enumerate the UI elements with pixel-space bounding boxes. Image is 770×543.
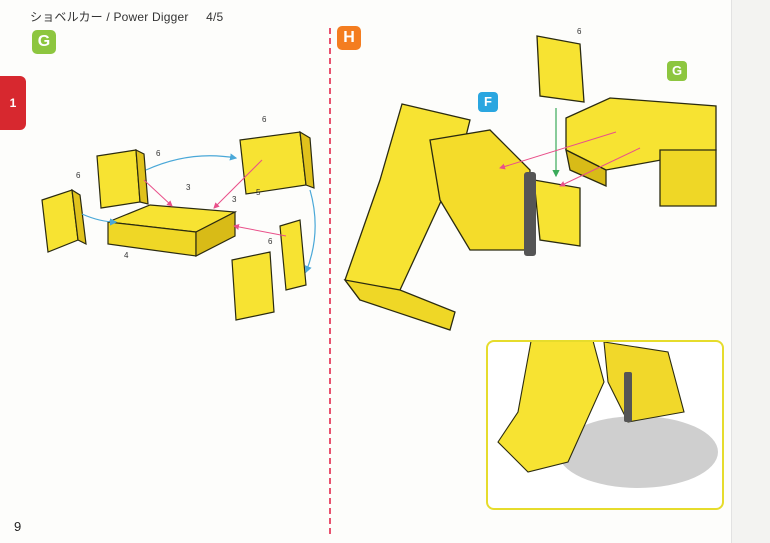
body-block-g bbox=[565, 97, 717, 207]
header-title: ショベルカー / Power Digger bbox=[30, 10, 189, 24]
part-label: 5 bbox=[256, 188, 261, 197]
shadow bbox=[558, 416, 718, 488]
chapter-tab: 1 bbox=[0, 76, 26, 130]
page-header: ショベルカー / Power Digger 4/5 bbox=[30, 8, 223, 25]
part-label: 6 bbox=[156, 149, 161, 158]
step-badge-h: H bbox=[337, 26, 361, 50]
step-badge-g: G bbox=[32, 30, 56, 54]
completed-view-inset bbox=[486, 340, 724, 510]
page-number: 9 bbox=[14, 519, 22, 534]
callout-g: G bbox=[667, 61, 687, 81]
callout-f: F bbox=[478, 92, 498, 112]
part-label: 6 bbox=[262, 115, 267, 124]
part-label: 4 bbox=[124, 251, 129, 260]
block-top-left bbox=[96, 148, 149, 209]
part-label: 6 bbox=[268, 237, 273, 246]
step-h-illustration: 6 bbox=[343, 27, 717, 331]
part-label: 3 bbox=[186, 183, 191, 192]
header-progress: 4/5 bbox=[206, 10, 224, 24]
top-block bbox=[536, 35, 585, 103]
arm-shape bbox=[497, 342, 605, 473]
axle-pin bbox=[524, 172, 536, 256]
block-left bbox=[41, 188, 87, 253]
axle-pin bbox=[624, 372, 632, 422]
part-label: 6 bbox=[76, 171, 81, 180]
arm-assembly bbox=[343, 103, 531, 331]
block-bottom-right bbox=[231, 219, 307, 321]
step-g-illustration: 6 6 6 3 3 5 4 6 bbox=[41, 115, 316, 321]
section-divider bbox=[329, 28, 331, 534]
block-top-right bbox=[239, 130, 315, 195]
part-label: 3 bbox=[232, 195, 237, 204]
body-shape bbox=[603, 342, 685, 423]
cab-block bbox=[533, 179, 581, 247]
block-base bbox=[107, 204, 238, 257]
completed-view-illustration bbox=[497, 342, 718, 488]
page-edge bbox=[731, 0, 770, 543]
part-label: 6 bbox=[577, 27, 582, 36]
